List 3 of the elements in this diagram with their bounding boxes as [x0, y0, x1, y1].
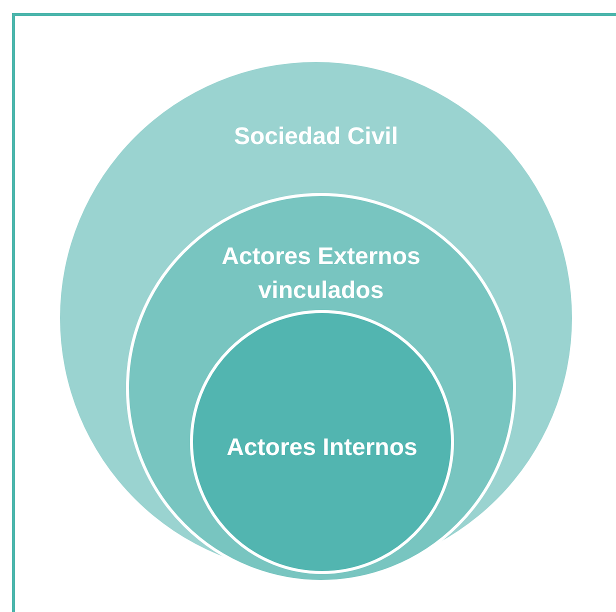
circle-label: Actores Externos vinculados [220, 242, 422, 306]
circle-label: Actores Internos [226, 433, 418, 463]
circle-label: Sociedad Civil [232, 122, 400, 152]
